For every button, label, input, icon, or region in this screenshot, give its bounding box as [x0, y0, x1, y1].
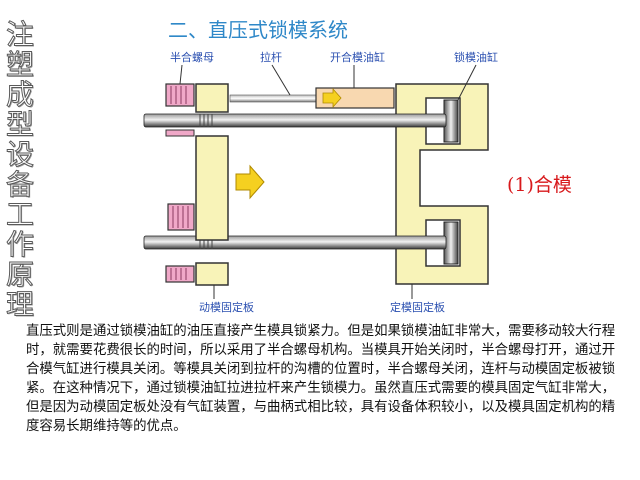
side-title: 注塑成型设备工作原理	[5, 18, 34, 321]
leader-half-nut	[179, 64, 183, 85]
half-nut-teeth	[170, 86, 189, 280]
half-nut-upper	[165, 83, 195, 107]
moving-platen-top	[195, 83, 229, 113]
label-half-nut: 半合螺母	[170, 50, 214, 64]
leader-clamp-cylinder	[457, 64, 477, 101]
slide-title: 二、直压式锁模系统	[168, 18, 348, 42]
tie-bar-upper	[143, 113, 447, 128]
half-nut-lower	[165, 265, 195, 283]
label-fixed-platen: 定模固定板	[390, 300, 445, 314]
half-nut-upper-inner	[165, 129, 195, 137]
state-label-mold-close: (1)合模	[507, 174, 572, 196]
open-close-arrow-icon	[322, 87, 342, 109]
moving-platen-bottom	[195, 262, 229, 286]
label-tie-bar: 拉杆	[260, 50, 282, 64]
fixed-platen	[395, 83, 489, 285]
clamping-diagram: 半合螺母 拉杆 开合模油缸 锁模油缸 动模固定板 定模固定板	[143, 50, 498, 314]
description-paragraph: 直压式则是通过锁模油缸的油压直接产生模具锁紧力。但是如果锁模油缸非常大，需要移动…	[26, 324, 616, 434]
label-moving-platen: 动模固定板	[199, 300, 254, 314]
mold-close-arrow-icon	[235, 164, 265, 200]
open-close-rod	[229, 94, 317, 103]
moving-platen-body	[195, 135, 229, 241]
leader-tie-bar	[271, 64, 291, 96]
tie-bar-lower	[143, 235, 447, 250]
label-clamp-cylinder: 锁模油缸	[454, 50, 498, 64]
half-nut-middle-upper	[167, 203, 195, 231]
label-open-cylinder: 开合模油缸	[330, 50, 385, 64]
